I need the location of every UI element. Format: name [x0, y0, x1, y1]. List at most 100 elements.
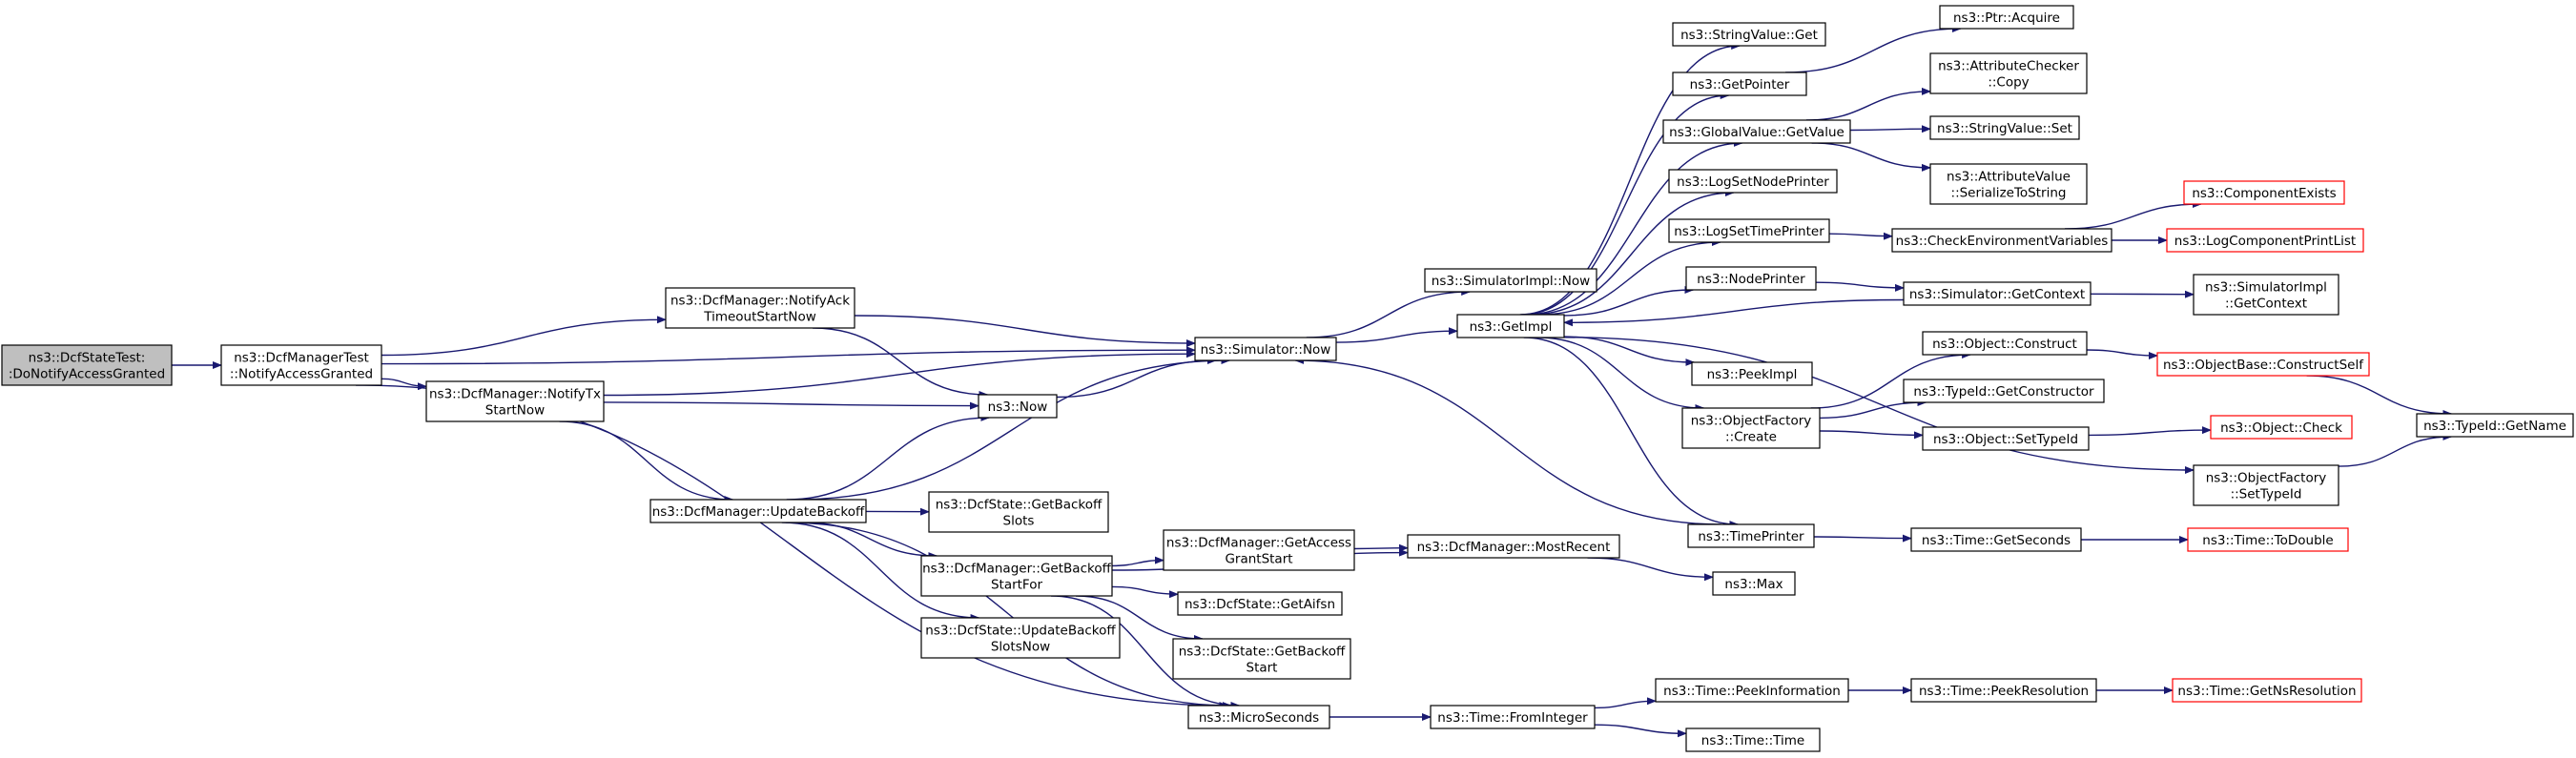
node-typeidctor-label-line-0: ns3::TypeId::GetConstructor	[1913, 384, 2094, 399]
node-logtime-label-line-0: ns3::LogSetTimePrinter	[1674, 224, 1824, 239]
edge-objfactsettype-to-typeidname	[2338, 433, 2453, 467]
node-ptracquire-label-line-0: ns3::Ptr::Acquire	[1953, 10, 2060, 26]
node-strset[interactable]: ns3::StringValue::Set	[1929, 115, 2080, 140]
node-getimpl-label-line-0: ns3::GetImpl	[1470, 319, 1553, 335]
node-getpointer-box	[1672, 72, 1807, 96]
node-compexists[interactable]: ns3::ComponentExists	[2183, 180, 2345, 205]
node-objcheck-box	[2210, 415, 2353, 440]
node-typeidctor-box	[1903, 379, 2105, 403]
edge-objconstruct-to-objbase	[2086, 349, 2158, 359]
node-peekres[interactable]: ns3::Time::PeekResolution	[1910, 678, 2097, 703]
node-getpointer[interactable]: ns3::GetPointer	[1672, 72, 1807, 96]
node-mostrecent-box	[1407, 534, 1620, 559]
node-objfactsettype[interactable]: ns3::ObjectFactory::SetTypeId	[2193, 464, 2339, 506]
edge-mgrtest-to-notifyack	[381, 316, 667, 357]
node-root[interactable]: ns3::DcfStateTest::DoNotifyAccessGranted	[1, 344, 173, 386]
node-update[interactable]: ns3::DcfManager::UpdateBackoff	[649, 499, 867, 523]
node-mgrtest[interactable]: ns3::DcfManagerTest::NotifyAccessGranted	[220, 344, 382, 386]
node-timeprinter[interactable]: ns3::TimePrinter	[1687, 523, 1815, 548]
node-frominteger[interactable]: ns3::Time::FromInteger	[1430, 705, 1596, 729]
node-getbackfor-box	[920, 555, 1113, 597]
node-typeidname[interactable]: ns3::TypeId::GetName	[2416, 413, 2574, 438]
node-simnow[interactable]: ns3::Simulator::Now	[1194, 337, 1337, 361]
node-getaccess-label-line-1: GrantStart	[1225, 552, 1292, 567]
node-mostrecent[interactable]: ns3::DcfManager::MostRecent	[1407, 534, 1620, 559]
edge-getbackfor-to-getaifsn	[1111, 585, 1179, 599]
edge-getimpl-to-logtime	[1538, 238, 1721, 316]
node-timeprinter-label-line-0: ns3::TimePrinter	[1698, 529, 1804, 544]
edge-timeprinter-to-getseconds	[1813, 534, 1912, 543]
node-notifyack[interactable]: ns3::DcfManager::NotifyAckTimeoutStartNo…	[665, 287, 855, 329]
node-peekimpl[interactable]: ns3::PeekImpl	[1691, 361, 1813, 386]
node-objfactcreate-box	[1681, 407, 1821, 449]
node-getaifsn[interactable]: ns3::DcfState::GetAifsn	[1177, 591, 1343, 616]
node-objbase-box	[2156, 352, 2370, 377]
edge-globalget-to-strset	[1849, 125, 1931, 133]
node-getpointer-label-line-0: ns3::GetPointer	[1690, 77, 1790, 92]
node-lognode-box	[1668, 169, 1838, 194]
node-simimplnow[interactable]: ns3::SimulatorImpl::Now	[1424, 268, 1597, 293]
node-getimpl[interactable]: ns3::GetImpl	[1456, 314, 1565, 338]
node-attrval[interactable]: ns3::AttributeValue::SerializeToString	[1929, 163, 2088, 205]
node-getbackfor-label-line-0: ns3::DcfManager::GetBackoff	[922, 562, 1111, 577]
node-getaifsn-label-line-0: ns3::DcfState::GetAifsn	[1185, 597, 1335, 612]
node-objsettype[interactable]: ns3::Object::SetTypeId	[1922, 426, 2090, 451]
node-timetime-label-line-0: ns3::Time::Time	[1701, 733, 1804, 748]
edges-layer	[172, 25, 2453, 738]
node-compexists-box	[2183, 180, 2345, 205]
node-objcheck[interactable]: ns3::Object::Check	[2210, 415, 2353, 440]
node-getbackfor-label-line-1: StartFor	[991, 578, 1043, 593]
node-typeidctor[interactable]: ns3::TypeId::GetConstructor	[1903, 379, 2105, 403]
edge-getpointer-to-ptracquire	[1784, 25, 1962, 73]
node-max[interactable]: ns3::Max	[1712, 571, 1796, 596]
node-logcomplist[interactable]: ns3::LogComponentPrintList	[2166, 228, 2364, 253]
edge-getimpl-to-timeprinter	[1523, 337, 1740, 528]
node-now-label-line-0: ns3::Now	[988, 399, 1048, 415]
node-checkenv[interactable]: ns3::CheckEnvironmentVariables	[1891, 228, 2112, 253]
node-getseconds[interactable]: ns3::Time::GetSeconds	[1910, 527, 2082, 552]
node-peekimpl-label-line-0: ns3::PeekImpl	[1707, 367, 1798, 382]
node-now[interactable]: ns3::Now	[978, 394, 1058, 419]
node-globalget[interactable]: ns3::GlobalValue::GetValue	[1662, 119, 1851, 144]
node-objbase[interactable]: ns3::ObjectBase::ConstructSelf	[2156, 352, 2370, 377]
node-timeprinter-box	[1687, 523, 1815, 548]
node-strget[interactable]: ns3::StringValue::Get	[1672, 22, 1826, 47]
node-simimplctx[interactable]: ns3::SimulatorImpl::GetContext	[2193, 274, 2339, 316]
node-peekinfo[interactable]: ns3::Time::PeekInformation	[1655, 678, 1849, 703]
node-lognode[interactable]: ns3::LogSetNodePrinter	[1668, 169, 1838, 194]
node-objfactsettype-label-line-1: ::SetTypeId	[2231, 487, 2302, 502]
node-objfactcreate[interactable]: ns3::ObjectFactory::Create	[1681, 407, 1821, 449]
node-simgetctx[interactable]: ns3::Simulator::GetContext	[1903, 281, 2092, 306]
node-attrcheck-label-line-1: ::Copy	[1988, 75, 2029, 91]
node-typeidname-label-line-0: ns3::TypeId::GetName	[2423, 419, 2566, 434]
node-nodeprinter[interactable]: ns3::NodePrinter	[1685, 266, 1817, 291]
node-nodeprinter-label-line-0: ns3::NodePrinter	[1697, 272, 1805, 287]
node-logtime[interactable]: ns3::LogSetTimePrinter	[1668, 218, 1830, 243]
edge-getimpl-to-objfactcreate	[1537, 337, 1705, 412]
node-getnsres[interactable]: ns3::Time::GetNsResolution	[2172, 678, 2362, 703]
edge-frominteger-to-peekinfo	[1594, 697, 1657, 709]
node-todouble[interactable]: ns3::Time::ToDouble	[2187, 527, 2349, 552]
node-objfactcreate-label-line-1: ::Create	[1725, 430, 1777, 445]
node-strget-label-line-0: ns3::StringValue::Get	[1680, 28, 1818, 43]
node-micro[interactable]: ns3::MicroSeconds	[1187, 705, 1330, 729]
node-getseconds-label-line-0: ns3::Time::GetSeconds	[1922, 533, 2071, 548]
node-ptracquire[interactable]: ns3::Ptr::Acquire	[1939, 5, 2074, 30]
node-simimplnow-box	[1424, 268, 1597, 293]
edge-mgrtest-to-notifytx	[381, 378, 427, 391]
node-attrcheck[interactable]: ns3::AttributeChecker::Copy	[1929, 52, 2088, 94]
node-objconstruct[interactable]: ns3::Object::Construct	[1922, 331, 2088, 356]
node-objconstruct-label-line-0: ns3::Object::Construct	[1932, 337, 2077, 352]
node-timetime[interactable]: ns3::Time::Time	[1685, 727, 1821, 752]
edge-getimpl-to-peekimpl	[1563, 336, 1696, 366]
node-frominteger-label-line-0: ns3::Time::FromInteger	[1437, 710, 1588, 726]
node-mgrtest-label-line-0: ns3::DcfManagerTest	[234, 351, 369, 366]
node-getnsres-box	[2172, 678, 2362, 703]
node-getbackstart-label-line-1: Start	[1247, 661, 1278, 676]
